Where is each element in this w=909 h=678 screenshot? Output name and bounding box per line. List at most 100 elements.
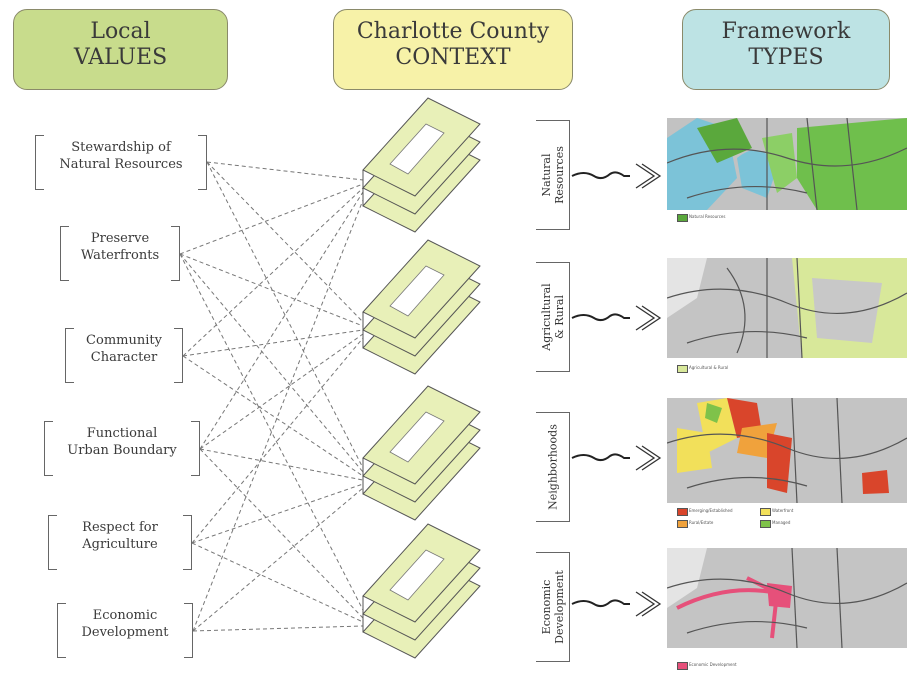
map-agricultural-rural — [667, 258, 907, 358]
legend-label: Economic Development — [689, 662, 737, 667]
map-graphic — [667, 398, 907, 503]
map-graphic — [667, 118, 907, 210]
framework-label-line2: Resources — [552, 146, 566, 204]
arrow-shaft — [571, 599, 630, 608]
value-label-line2: Character — [90, 350, 158, 365]
context-map-sketch — [389, 411, 445, 463]
layer-stack — [362, 239, 481, 375]
legend-swatch — [760, 520, 771, 528]
value-label-line2: Waterfronts — [80, 248, 160, 263]
value-label-line1: Respect for — [82, 520, 158, 535]
dashed-connection-line — [179, 253, 364, 327]
dashed-connection-line — [179, 253, 364, 611]
legend-swatch — [760, 508, 771, 516]
map-graphic — [667, 548, 907, 648]
dashed-connection-line — [182, 355, 364, 477]
legend-swatch — [677, 662, 688, 670]
value-label-line1: Economic — [92, 608, 158, 623]
value-label-line1: Preserve — [90, 231, 150, 246]
dashed-connection-line — [192, 625, 364, 632]
dashed-connection-line — [199, 191, 364, 450]
dashed-connection-line — [206, 161, 364, 469]
framework-label-line1: Neighborhoods — [546, 424, 559, 510]
legend-label: Agricultural & Rural — [689, 365, 729, 370]
legend-label: Natural Resources — [689, 214, 726, 219]
value-label-line1: Community — [86, 333, 162, 348]
value-label-line2: Natural Resources — [59, 157, 183, 172]
context-map-sketch — [389, 123, 445, 175]
dashed-connection-line — [182, 329, 364, 357]
dashed-connection-line — [191, 542, 364, 623]
arrow-shaft — [571, 313, 630, 322]
arrow-head — [635, 305, 662, 331]
framework-label-agricultural-rural: Agricultural & Rural — [536, 262, 570, 372]
value-label-line1: Functional — [86, 426, 158, 441]
dashed-connections — [179, 161, 364, 632]
legend-swatch — [677, 508, 688, 516]
dashed-connection-line — [199, 448, 364, 481]
legend-swatch — [677, 520, 688, 528]
county-context-header-line1: Charlotte County — [356, 19, 550, 44]
dashed-connection-line — [191, 337, 364, 544]
local-values-header: Local VALUES — [13, 9, 228, 90]
arrow-head — [635, 445, 662, 471]
flow-arrow — [571, 305, 662, 331]
county-context-header: Charlotte County CONTEXT — [333, 9, 573, 90]
layer-stack — [362, 523, 481, 659]
framework-types-header-line2: TYPES — [748, 45, 824, 70]
dashed-connection-line — [192, 487, 364, 632]
dashed-connection-line — [206, 161, 364, 323]
framework-label-natural-resources: Natural Resources — [536, 120, 570, 230]
context-map-sketch — [389, 549, 445, 601]
map-natural-resources — [667, 118, 907, 210]
map-graphic — [667, 258, 907, 358]
arrow-head — [635, 163, 662, 189]
framework-types-header-line1: Framework — [721, 19, 851, 44]
framework-label-line2: & Rural — [552, 295, 566, 339]
value-functional-urban-boundary: Functional Urban Boundary — [44, 421, 200, 476]
context-map-sketch — [389, 265, 445, 317]
flow-arrows — [571, 163, 662, 617]
dashed-connection-line — [192, 199, 364, 632]
framework-label-line1: Natural — [539, 153, 553, 197]
value-stewardship-natural-resources: Stewardship of Natural Resources — [35, 135, 207, 190]
dashed-connection-line — [191, 483, 364, 544]
legend-label: Waterfront — [772, 508, 794, 513]
map-economic-development — [667, 548, 907, 648]
value-label-line2: Development — [81, 625, 169, 640]
arrow-shaft — [571, 453, 630, 462]
framework-label-line2: Development — [552, 570, 566, 644]
value-economic-development: Economic Development — [57, 603, 193, 658]
local-values-header-line1: Local — [90, 19, 151, 44]
dashed-connection-line — [182, 187, 364, 357]
dashed-connection-line — [179, 253, 364, 473]
framework-types-header: Framework TYPES — [682, 9, 890, 90]
legend-label: Rural/Estate — [689, 520, 714, 525]
legend-swatch — [677, 365, 688, 373]
flow-arrow — [571, 591, 662, 617]
value-respect-for-agriculture: Respect for Agriculture — [48, 515, 192, 570]
local-values-header-line2: VALUES — [73, 45, 168, 70]
dashed-connection-line — [199, 448, 364, 619]
dashed-connection-line — [179, 183, 364, 255]
layer-stacks — [362, 97, 481, 659]
value-preserve-waterfronts: Preserve Waterfronts — [60, 226, 180, 281]
arrow-shaft — [571, 171, 630, 180]
framework-label-line1: Economic — [539, 579, 553, 635]
layer-stack — [362, 385, 481, 521]
legend-swatch — [677, 214, 688, 222]
framework-label-line1: Agricultural — [539, 283, 553, 351]
dashed-connection-line — [199, 333, 364, 450]
framework-label-neighborhoods: Neighborhoods — [536, 412, 570, 522]
value-community-character: Community Character — [65, 328, 183, 383]
map-neighborhoods — [667, 398, 907, 503]
value-label-line1: Stewardship of — [71, 140, 171, 155]
layer-stack — [362, 97, 481, 233]
legend-label: Emerging/Established — [689, 508, 733, 513]
flow-arrow — [571, 163, 662, 189]
framework-label-economic-development: Economic Development — [536, 552, 570, 662]
value-label-line2: Agriculture — [82, 537, 158, 552]
county-context-header-line2: CONTEXT — [395, 45, 511, 70]
legend-label: Managed — [772, 520, 791, 525]
